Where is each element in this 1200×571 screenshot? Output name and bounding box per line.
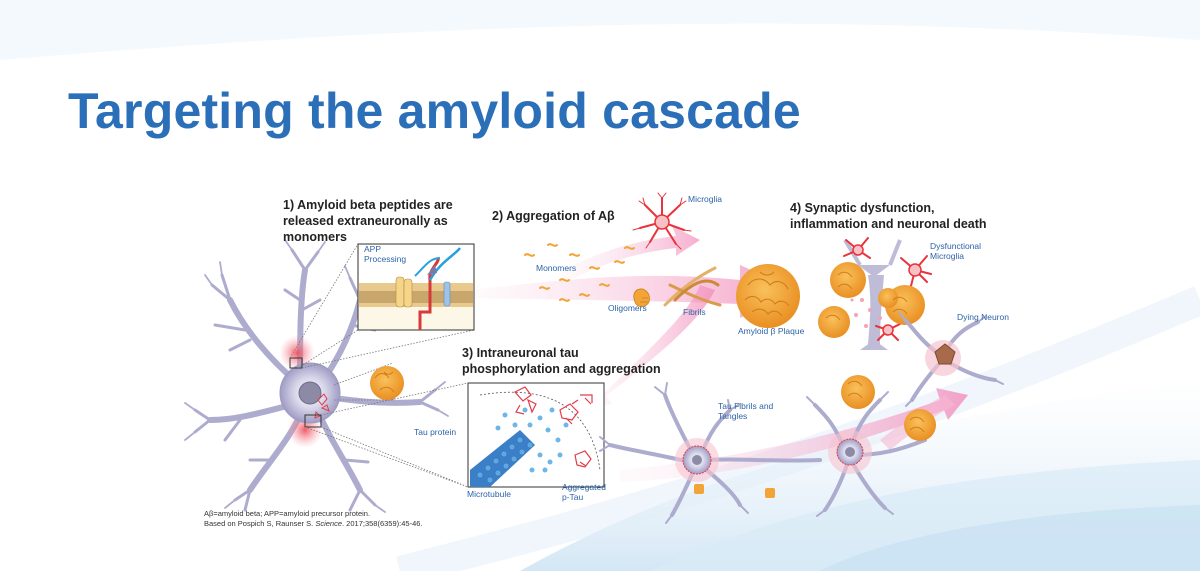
label-microtubule: Microtubule [467, 489, 511, 499]
zoom-box-top [289, 357, 303, 369]
microglia [632, 192, 692, 250]
plaques-synapse [818, 262, 925, 338]
label-fibrils: Fibrils [683, 307, 706, 317]
app-processing-inset [357, 243, 475, 331]
label-monomers: Monomers [536, 263, 577, 273]
neuron-main-nucleus [298, 381, 322, 405]
step-4-heading: 4) Synaptic dysfunction, inflammation an… [790, 201, 987, 231]
zoom-lines [289, 243, 475, 488]
zoom-box-bottom [304, 414, 322, 428]
footnote: Aβ=amyloid beta; APP=amyloid precursor p… [204, 509, 423, 529]
plaque-small-left [370, 366, 404, 400]
dysfunctional-microglia [843, 237, 932, 341]
fibrils [663, 266, 722, 307]
label-oligomers: Oligomers [608, 303, 647, 313]
label-microglia: Microglia [688, 194, 723, 204]
label-tau-protein: Tau protein [414, 427, 457, 437]
label-dysfunctional-microglia: Dysfunctional Microglia [930, 241, 982, 261]
amyloid-plaque [736, 264, 800, 328]
neuron-lower-middle-nucleus [845, 447, 855, 457]
label-aggregated-ptau: Aggregated p-Tau [562, 482, 606, 502]
step-2-heading: 2) Aggregation of Aβ [492, 209, 615, 223]
step-1-heading: 1) Amyloid beta peptides are released ex… [283, 198, 453, 244]
neuron-main-red-spot-top [279, 335, 315, 371]
label-amyloid-plaque: Amyloid β Plaque [738, 326, 805, 336]
label-tau-fibrils: Tau Fibrils and Tangles [718, 401, 774, 421]
inflammation-dots [850, 298, 882, 328]
neuron-lower-left-nucleus [692, 455, 702, 465]
label-app-processing: APP Processing [364, 244, 407, 264]
footnote-abbreviations: Aβ=amyloid beta; APP=amyloid precursor p… [204, 509, 371, 518]
label-dying-neuron: Dying Neuron [957, 312, 1009, 322]
monomers [524, 243, 635, 302]
step-3-heading: 3) Intraneuronal tau phosphorylation and… [462, 346, 661, 376]
footnote-citation: Based on Pospich S, Raunser S. Science. … [204, 519, 423, 528]
page-title: Targeting the amyloid cascade [68, 83, 801, 139]
tau-inset [467, 382, 605, 488]
oligomers [633, 288, 650, 307]
plaques-lower [694, 375, 936, 498]
dying-neuron-soma [934, 343, 956, 365]
